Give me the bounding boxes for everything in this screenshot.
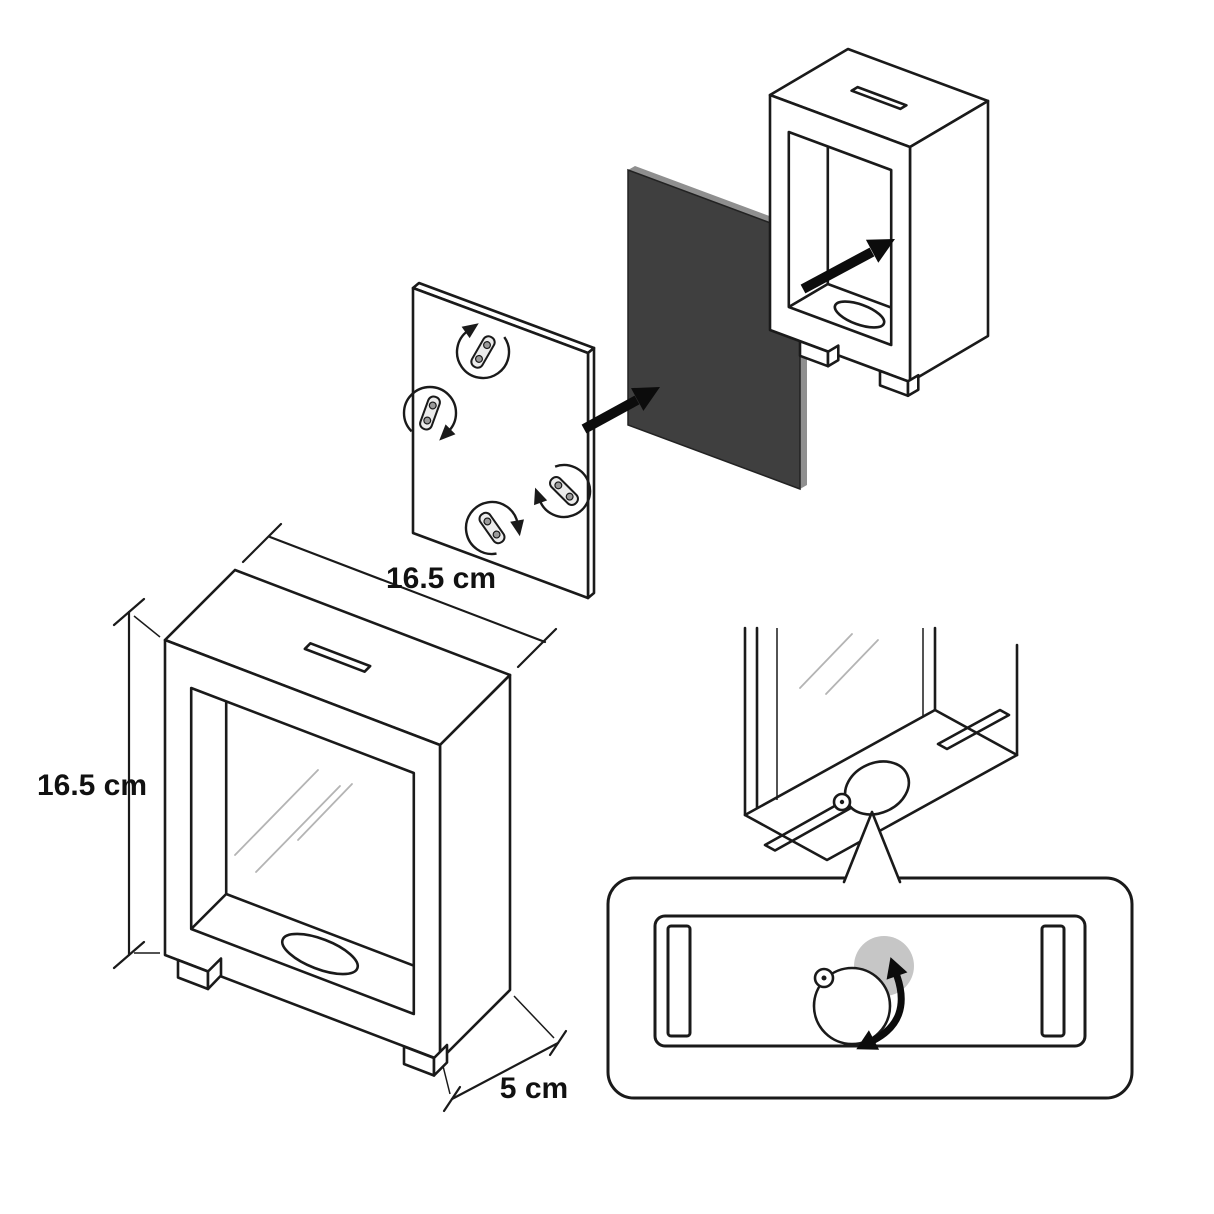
width-dimension-label: 16.5 cm (386, 562, 496, 595)
box-right-face (908, 99, 990, 384)
coin-slot (850, 85, 908, 111)
box-interior (788, 132, 892, 345)
assembly-arrow-icon (800, 239, 895, 294)
rotate-arrow-icon (856, 957, 908, 1050)
frame-foot (176, 957, 223, 991)
assembly-arrow-icon (581, 387, 660, 434)
frame-foot (402, 1043, 449, 1077)
width-dimension: 16.5 cm (241, 522, 558, 669)
assembled-frame-view: 16.5 cm 16.5 cm 5 cm (37, 522, 568, 1113)
glass-highlight (799, 633, 853, 689)
photo-panel-top-edge (628, 166, 807, 234)
lock-disc (832, 760, 911, 816)
detail-callout (606, 810, 1134, 1100)
frame-box-rear-view (768, 47, 990, 398)
glass-highlight (825, 639, 879, 695)
depth-dimension: 5 cm (442, 995, 568, 1113)
bottom-slot (763, 801, 852, 852)
height-dimension-label: 16.5 cm (37, 769, 147, 802)
height-dimension: 16.5 cm (37, 597, 161, 970)
exploded-view (392, 47, 990, 600)
callout-tail-outline (842, 810, 902, 884)
glass-highlight (234, 769, 319, 856)
lock-pin (821, 975, 827, 981)
photo-panel-face (627, 168, 801, 491)
panel-slot (1040, 924, 1066, 1038)
back-panel (392, 281, 599, 600)
glass-highlight (297, 783, 353, 841)
callout-tail (844, 812, 900, 882)
coin-removal-hole (280, 932, 360, 976)
lock-disc-closed-position (812, 966, 892, 1046)
frame-right-face (438, 673, 512, 1062)
lock-pin (839, 799, 845, 805)
box-foot (878, 369, 920, 398)
bottom-detail-view (743, 626, 1019, 862)
glass-highlight (255, 785, 341, 873)
coin-removal-hole (833, 300, 886, 329)
coin-slot (303, 641, 372, 674)
box-front-face (768, 93, 912, 384)
back-panel-face (411, 286, 590, 600)
depth-dimension-label: 5 cm (500, 1072, 568, 1105)
bottom-slot (936, 708, 1011, 751)
box-foot (798, 339, 840, 368)
panel-slot (666, 924, 692, 1038)
